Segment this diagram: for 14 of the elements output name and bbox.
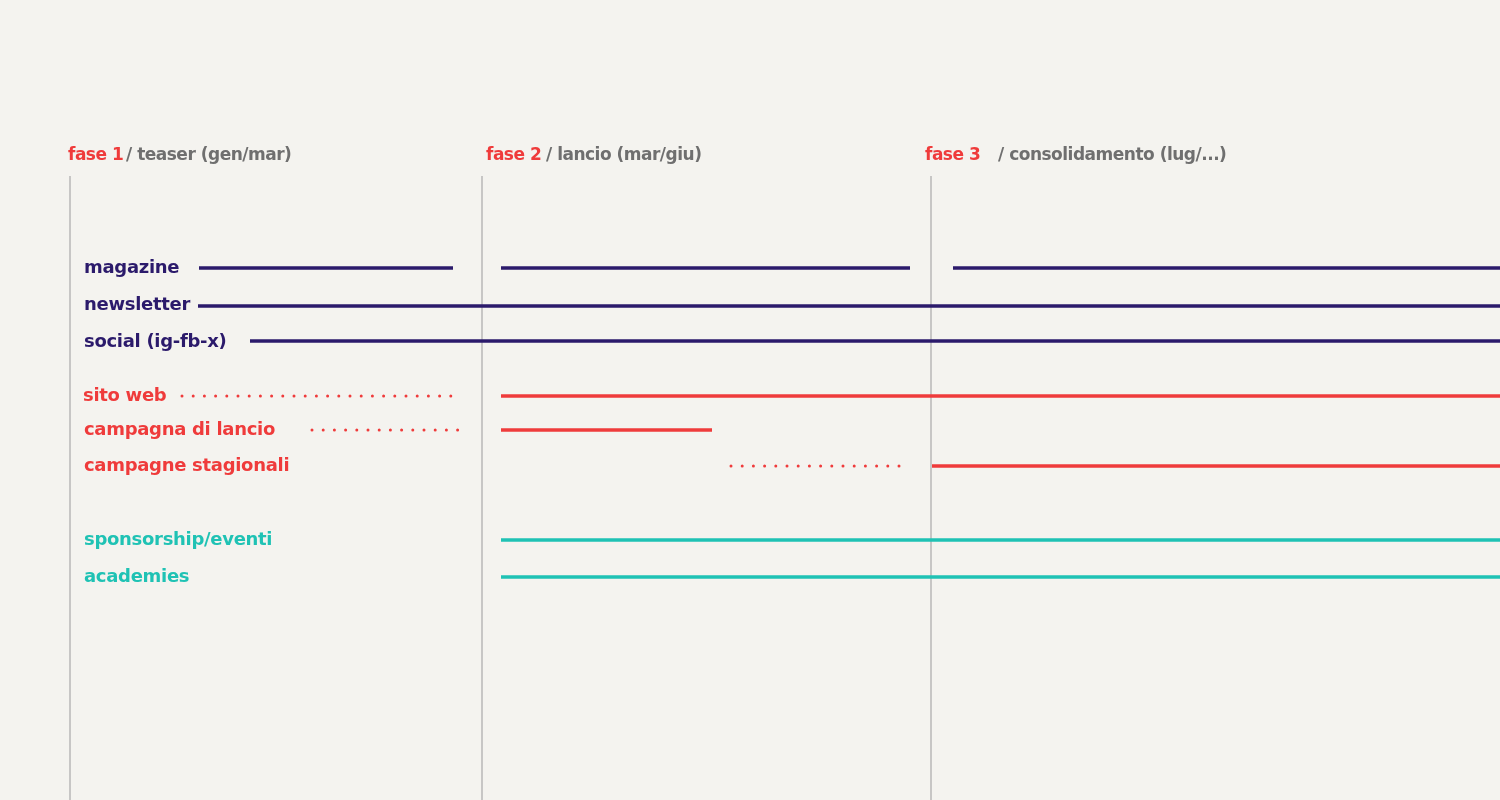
phase-title: / teaser (gen/mar) bbox=[126, 146, 292, 163]
phase-label: fase 3 bbox=[925, 146, 981, 163]
phase-title: / lancio (mar/giu) bbox=[546, 146, 702, 163]
row-label: social (ig-fb-x) bbox=[84, 332, 227, 350]
row-label: sponsorship/eventi bbox=[84, 530, 273, 548]
row-label: academies bbox=[84, 567, 190, 585]
phase-label: fase 2 bbox=[486, 146, 542, 163]
row-label: campagna di lancio bbox=[84, 420, 275, 438]
row-label: sito web bbox=[83, 386, 167, 404]
phase-label: fase 1 bbox=[68, 146, 124, 163]
phase-title: / consolidamento (lug/...) bbox=[998, 146, 1227, 163]
row-label: newsletter bbox=[84, 295, 191, 313]
row-label: campagne stagionali bbox=[84, 456, 290, 474]
row-label: magazine bbox=[84, 258, 180, 276]
